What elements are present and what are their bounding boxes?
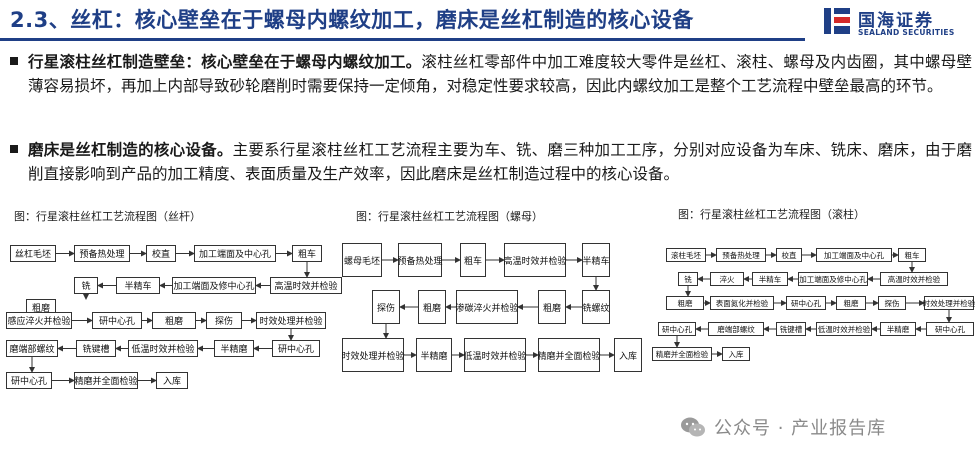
slide-header: 2.3、丝杠：核心壁垒在于螺母内螺纹加工，磨床是丝杠制造的核心设备 国海证券 S…: [0, 0, 979, 41]
flow-step: 探伤: [878, 296, 906, 310]
title-underline: [0, 38, 805, 41]
flow-step: 高温时效并检验: [270, 277, 342, 294]
flow-step: 半精车: [582, 243, 610, 277]
flow-step: 磨端部螺纹: [6, 340, 58, 357]
flow-step: 入库: [156, 372, 188, 389]
slide-title: 2.3、丝杠：核心壁垒在于螺母内螺纹加工，磨床是丝杠制造的核心设备: [10, 8, 694, 32]
figure-caption-screw: 图：行星滚柱丝杠工艺流程图（丝杆）: [14, 210, 201, 223]
flow-step: 低温时效并检验: [464, 338, 527, 372]
flow-step: 时效处理并检验: [342, 338, 405, 372]
flow-step: 铣: [678, 272, 698, 286]
flow-step: 半精磨: [416, 338, 452, 372]
flow-step: 粗磨: [152, 312, 196, 329]
flow-step: 滚柱毛坯: [666, 248, 706, 262]
flow-step: 入库: [722, 347, 750, 361]
watermark-text: 公众号 · 产业报告库: [714, 418, 887, 439]
flow-step: 研中心孔: [786, 296, 826, 310]
flow-step: 半精车: [752, 272, 788, 286]
bullet-heading: 磨床是丝杠制造的核心设备。: [28, 141, 233, 159]
flow-step: 时效处理并检验: [923, 296, 975, 310]
company-logo: 国海证券 SEALAND SECURITIES: [822, 6, 972, 40]
sealand-logo-icon: [824, 8, 850, 34]
flow-step: 加工端面及中心孔: [194, 245, 276, 262]
flow-step: 粗车: [292, 245, 322, 262]
bullet-body: 滚柱丝杠零部件中加工难度较大零件是丝杠、滚柱、螺母及内齿圈，其中螺母壁薄容易损坏…: [28, 53, 972, 95]
flow-step: 磨端部螺纹: [708, 322, 764, 336]
flow-step: 精磨并全面检验: [652, 347, 712, 361]
bullet-paragraph-1: 行星滚柱丝杠制造壁垒：核心壁垒在于螺母内螺纹加工。滚柱丝杠零部件中加工难度较大零…: [10, 50, 972, 98]
flow-step: 粗磨: [418, 290, 446, 324]
flow-step: 感应淬火并检验: [6, 312, 72, 329]
flow-step: 加工端面及修中心孔: [798, 272, 868, 286]
wechat-icon: [681, 417, 705, 437]
logo-chinese-name: 国海证券: [858, 11, 934, 31]
flow-step: 粗车: [898, 248, 926, 262]
figure-caption-roller: 图：行星滚柱丝杠工艺流程图（滚柱）: [678, 208, 865, 221]
logo-english-name: SEALAND SECURITIES: [858, 28, 955, 37]
flow-step: 铣: [74, 277, 98, 294]
flow-step: 半精磨: [214, 340, 254, 357]
flow-step: 高温时效并检验: [504, 243, 567, 277]
flow-step: 渗碳淬火并检验: [456, 290, 519, 324]
bullet-paragraph-2: 磨床是丝杠制造的核心设备。主要系行星滚柱丝杠工艺流程主要为车、铣、磨三种加工工序…: [10, 138, 972, 186]
flow-step: 铣键槽: [776, 322, 806, 336]
flow-step: 探伤: [206, 312, 242, 329]
flow-step: 精磨并全面检验: [538, 338, 601, 372]
flow-step: 预备热处理: [716, 248, 766, 262]
flow-step: 淬火: [710, 272, 744, 286]
watermark: 公众号 · 产业报告库: [680, 412, 886, 442]
flow-step: 研中心孔: [272, 340, 320, 357]
flow-step: 粗车: [460, 243, 486, 277]
flow-step: 入库: [614, 338, 642, 372]
flow-step: 铣螺纹: [582, 290, 610, 324]
flow-step: 时效处理并检验: [256, 312, 326, 329]
flow-step: 预备热处理: [398, 243, 443, 277]
flow-step: 研中心孔: [926, 322, 974, 336]
flow-step: 丝杠毛坯: [10, 245, 56, 262]
flow-step: 研中心孔: [92, 312, 142, 329]
bullet-heading: 行星滚柱丝杠制造壁垒：核心壁垒在于螺母内螺纹加工。: [28, 53, 422, 71]
flow-step: 校直: [146, 245, 176, 262]
flow-step: 探伤: [372, 290, 400, 324]
flow-step: 预备热处理: [74, 245, 130, 262]
flow-step: 校直: [776, 248, 802, 262]
flow-step: 半精磨: [880, 322, 916, 336]
flow-step: 加工端面及中心孔: [816, 248, 892, 262]
flow-step: 螺母毛坯: [342, 243, 382, 277]
flow-step: 精磨并全面检验: [74, 372, 138, 389]
flow-step: 研中心孔: [6, 372, 52, 389]
flow-step: 研中心孔: [658, 322, 696, 336]
bullet-square-icon: [10, 145, 18, 153]
bullet-square-icon: [10, 57, 18, 65]
flow-step: 表面氮化并检验: [710, 296, 774, 310]
bullet-body: 主要系行星滚柱丝杠工艺流程主要为车、铣、磨三种加工工序，分别对应设备为车床、铣床…: [28, 141, 972, 183]
flow-step: 低温时效并检验: [128, 340, 198, 357]
flow-step: 高温时效并检验: [880, 272, 948, 286]
flow-step: 粗磨: [538, 290, 566, 324]
figure-caption-nut: 图：行星滚柱丝杠工艺流程图（螺母）: [356, 210, 543, 223]
flow-step: 低温时效并检验: [816, 322, 872, 336]
flow-step: 粗磨: [836, 296, 866, 310]
flow-step: 铣键槽: [76, 340, 116, 357]
flow-step: 半精车: [116, 277, 160, 294]
flow-step: 加工端面及修中心孔: [172, 277, 256, 294]
flow-step: 粗磨: [666, 296, 704, 310]
